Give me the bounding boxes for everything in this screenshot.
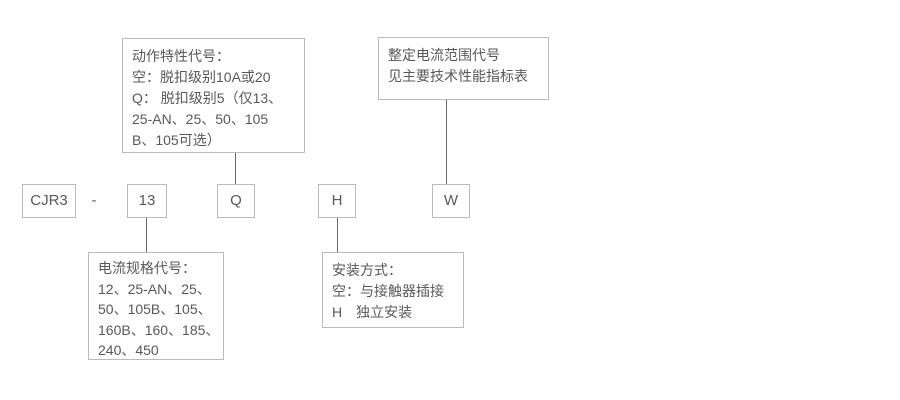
callout-line: 160B、160、185、 [98,321,220,338]
callout-line: H 独立安装 [332,304,413,320]
code-box-prefix: CJR3 [22,184,76,218]
connector-action-characteristic [235,153,236,184]
callout-line: 空：脱扣级别10A或20 [132,69,271,85]
callout-line: 50、105B、105、 [98,301,212,318]
callout-line: Q： 脱扣级别5（仅13、 [132,90,283,106]
callout-line: 240、450 [98,342,159,359]
callout-line: 动作特性代号： [132,48,230,64]
code-box-current-spec: 13 [127,184,167,218]
callout-mounting-method: 安装方式： 空：与接触器插接 H 独立安装 [322,252,464,328]
callout-line: B、105可选） [132,132,221,148]
callout-line: 25-AN、25、50、105 [132,111,269,127]
callout-line: 空：与接触器插接 [332,283,444,299]
code-box-mounting: H [318,184,356,218]
callout-action-characteristic: 动作特性代号： 空：脱扣级别10A或20 Q： 脱扣级别5（仅13、 25-AN… [122,38,305,153]
connector-setting-current-range [446,100,447,184]
callout-line: 12、25-AN、25、 [98,280,211,297]
callout-line: 电流规格代号： [98,260,196,276]
callout-line: 见主要技术性能指标表 [388,68,528,84]
callout-setting-current-range: 整定电流范围代号 见主要技术性能指标表 [378,37,549,100]
callout-line: 安装方式： [332,262,402,278]
callout-current-spec: 电流规格代号： 12、25-AN、25、 50、105B、105、 160B、1… [88,252,224,360]
callout-line: 整定电流范围代号 [388,47,500,63]
separator-dash: - [91,192,97,209]
connector-mounting-method [337,218,338,252]
code-box-action-characteristic: Q [217,184,255,218]
code-box-setting-range: W [432,184,470,218]
connector-current-spec [146,218,147,252]
